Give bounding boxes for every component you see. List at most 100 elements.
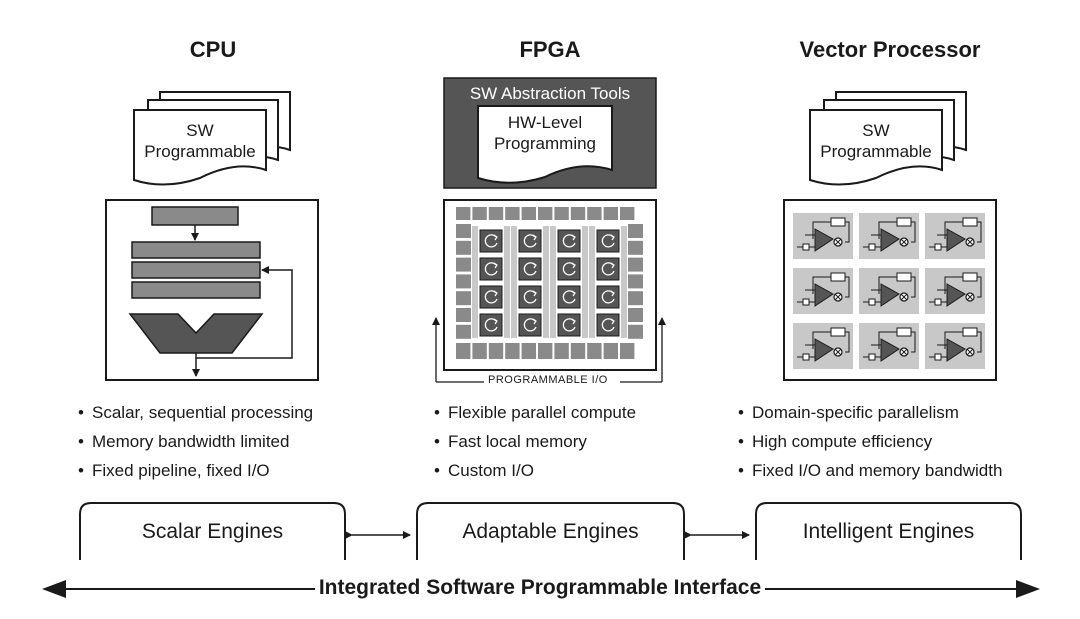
vector-doc-label: SW Programmable xyxy=(810,120,942,162)
fpga-fabric-diagram xyxy=(443,199,657,371)
io-block xyxy=(521,343,536,359)
io-block xyxy=(456,324,471,339)
fpga-io-ring xyxy=(456,207,643,359)
io-block xyxy=(587,343,602,359)
io-block xyxy=(456,274,471,289)
io-block xyxy=(456,291,471,306)
vector-doc-line2: Programmable xyxy=(820,142,932,161)
vector-core xyxy=(925,213,985,259)
logic-cell xyxy=(518,313,542,337)
io-block xyxy=(472,343,487,359)
logic-cell xyxy=(596,285,620,309)
logic-cell xyxy=(596,257,620,281)
logic-cell xyxy=(557,313,581,337)
list-item: Memory bandwidth limited xyxy=(78,427,313,456)
intelligent-engine-bracket xyxy=(755,502,1022,560)
vector-feature-list: Domain-specific parallelism High compute… xyxy=(738,398,1002,485)
vector-doc-line1: SW xyxy=(862,121,890,140)
cpu-pipeline-diagram xyxy=(105,199,319,381)
io-block xyxy=(603,343,618,359)
programmable-io-label: PROGRAMMABLE I/O xyxy=(484,374,612,386)
io-block xyxy=(472,207,487,220)
list-item: High compute efficiency xyxy=(738,427,1002,456)
adaptable-engines-label: Adaptable Engines xyxy=(462,520,639,543)
io-block xyxy=(538,207,553,220)
logic-cell xyxy=(557,229,581,253)
logic-cell xyxy=(596,229,620,253)
fpga-doc-line2: Programming xyxy=(493,134,597,153)
logic-cell xyxy=(557,257,581,281)
list-item: Fixed pipeline, fixed I/O xyxy=(78,456,313,485)
io-block xyxy=(628,257,643,272)
io-block xyxy=(603,207,618,220)
io-block xyxy=(628,324,643,339)
io-block xyxy=(570,343,586,359)
io-block xyxy=(587,207,602,220)
vector-core xyxy=(925,268,985,314)
io-block xyxy=(505,343,520,359)
logic-cell xyxy=(596,313,620,337)
cpu-feature-list: Scalar, sequential processing Memory ban… xyxy=(78,398,313,485)
logic-cell xyxy=(518,229,542,253)
logic-cell xyxy=(518,285,542,309)
vector-core xyxy=(925,323,985,369)
interface-label-text: Integrated Software Programmable Interfa… xyxy=(314,576,766,599)
io-block xyxy=(456,308,471,322)
cpu-doc-line2: Programmable xyxy=(144,142,256,161)
fpga-feature-list: Flexible parallel compute Fast local mem… xyxy=(434,398,636,485)
vector-core xyxy=(859,213,919,259)
io-block xyxy=(570,207,586,220)
list-item: Fast local memory xyxy=(434,427,636,456)
cpu-title: CPU xyxy=(189,37,237,62)
cpu-doc-line1: SW xyxy=(186,121,214,140)
vector-core-array xyxy=(783,199,997,381)
logic-cell xyxy=(479,313,503,337)
interface-label: Integrated Software Programmable Interfa… xyxy=(0,576,1080,600)
logic-cell xyxy=(479,285,503,309)
cpu-stage-1 xyxy=(131,241,261,259)
vector-core xyxy=(793,323,853,369)
io-block xyxy=(554,207,569,220)
list-item: Domain-specific parallelism xyxy=(738,398,1002,427)
cpu-document-stack-icon xyxy=(133,91,291,186)
io-block xyxy=(456,207,471,220)
io-block xyxy=(628,291,643,306)
io-block xyxy=(456,257,471,272)
io-block xyxy=(488,343,504,359)
fpga-abstraction-title: SW Abstraction Tools xyxy=(469,84,631,103)
logic-cell xyxy=(479,257,503,281)
list-item: Scalar, sequential processing xyxy=(78,398,313,427)
scalar-engine-bracket xyxy=(79,502,346,560)
io-block xyxy=(620,343,635,359)
logic-cell xyxy=(479,229,503,253)
io-block xyxy=(456,240,471,255)
fpga-logic-grid xyxy=(472,226,627,338)
fpga-doc-label: HW-Level Programming xyxy=(478,112,612,154)
vector-core xyxy=(859,268,919,314)
vector-core xyxy=(793,268,853,314)
cpu-alu-shape xyxy=(128,313,264,354)
io-block xyxy=(628,240,643,255)
logic-cell xyxy=(557,285,581,309)
io-block xyxy=(456,224,471,238)
intelligent-engines-label: Intelligent Engines xyxy=(802,520,975,543)
vector-core xyxy=(793,213,853,259)
list-item: Custom I/O xyxy=(434,456,636,485)
io-block xyxy=(628,274,643,289)
fpga-title: FPGA xyxy=(519,37,581,62)
fpga-doc-line1: HW-Level xyxy=(507,113,583,132)
vector-processor-title: Vector Processor xyxy=(799,37,981,62)
adaptable-engine-bracket xyxy=(416,502,685,560)
io-block xyxy=(628,308,643,322)
io-block xyxy=(521,207,536,220)
io-block xyxy=(628,224,643,238)
io-block xyxy=(538,343,553,359)
list-item: Fixed I/O and memory bandwidth xyxy=(738,456,1002,485)
io-block xyxy=(620,207,635,220)
io-block xyxy=(456,343,471,359)
cpu-stage-3 xyxy=(131,281,261,299)
logic-cell xyxy=(518,257,542,281)
io-block xyxy=(554,343,569,359)
